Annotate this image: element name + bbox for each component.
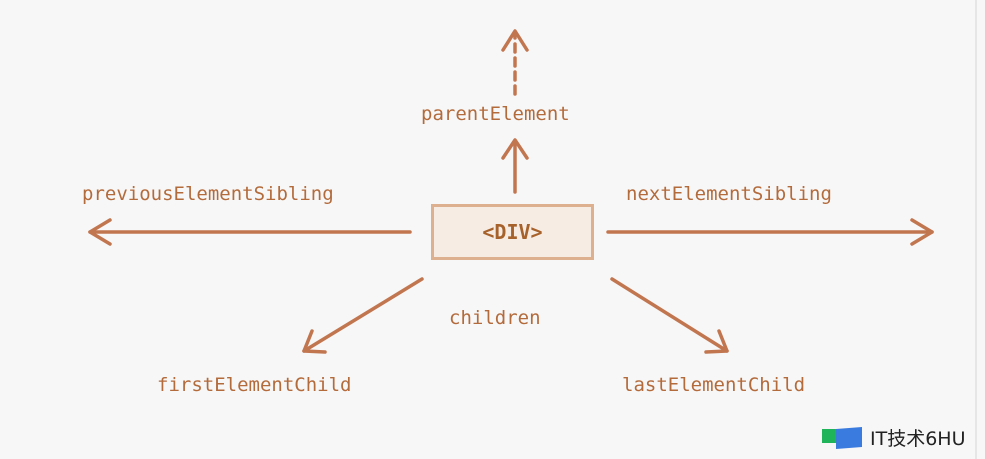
last-child-label: lastElementChild [622,374,806,396]
first-child-label: firstElementChild [157,374,352,396]
right-edge-divider [975,0,977,459]
first-child-arrow [302,277,424,354]
parent-element-label: parentElement [421,103,570,125]
previous-sibling-arrow [88,218,412,246]
watermark-text: IT技术6HU [870,428,966,450]
watermark: IT技术6HU [822,424,966,451]
parent-dashed-arrow [501,29,529,96]
next-sibling-arrow [606,218,934,246]
next-sibling-label: nextElementSibling [626,183,832,205]
watermark-logo-icon [822,426,862,449]
previous-sibling-label: previousElementSibling [82,183,334,205]
children-label: children [449,307,541,329]
parent-arrow [501,138,529,194]
last-child-arrow [610,277,729,354]
div-element-box: <DIV> [431,204,594,260]
div-element-label: <DIV> [482,220,543,244]
